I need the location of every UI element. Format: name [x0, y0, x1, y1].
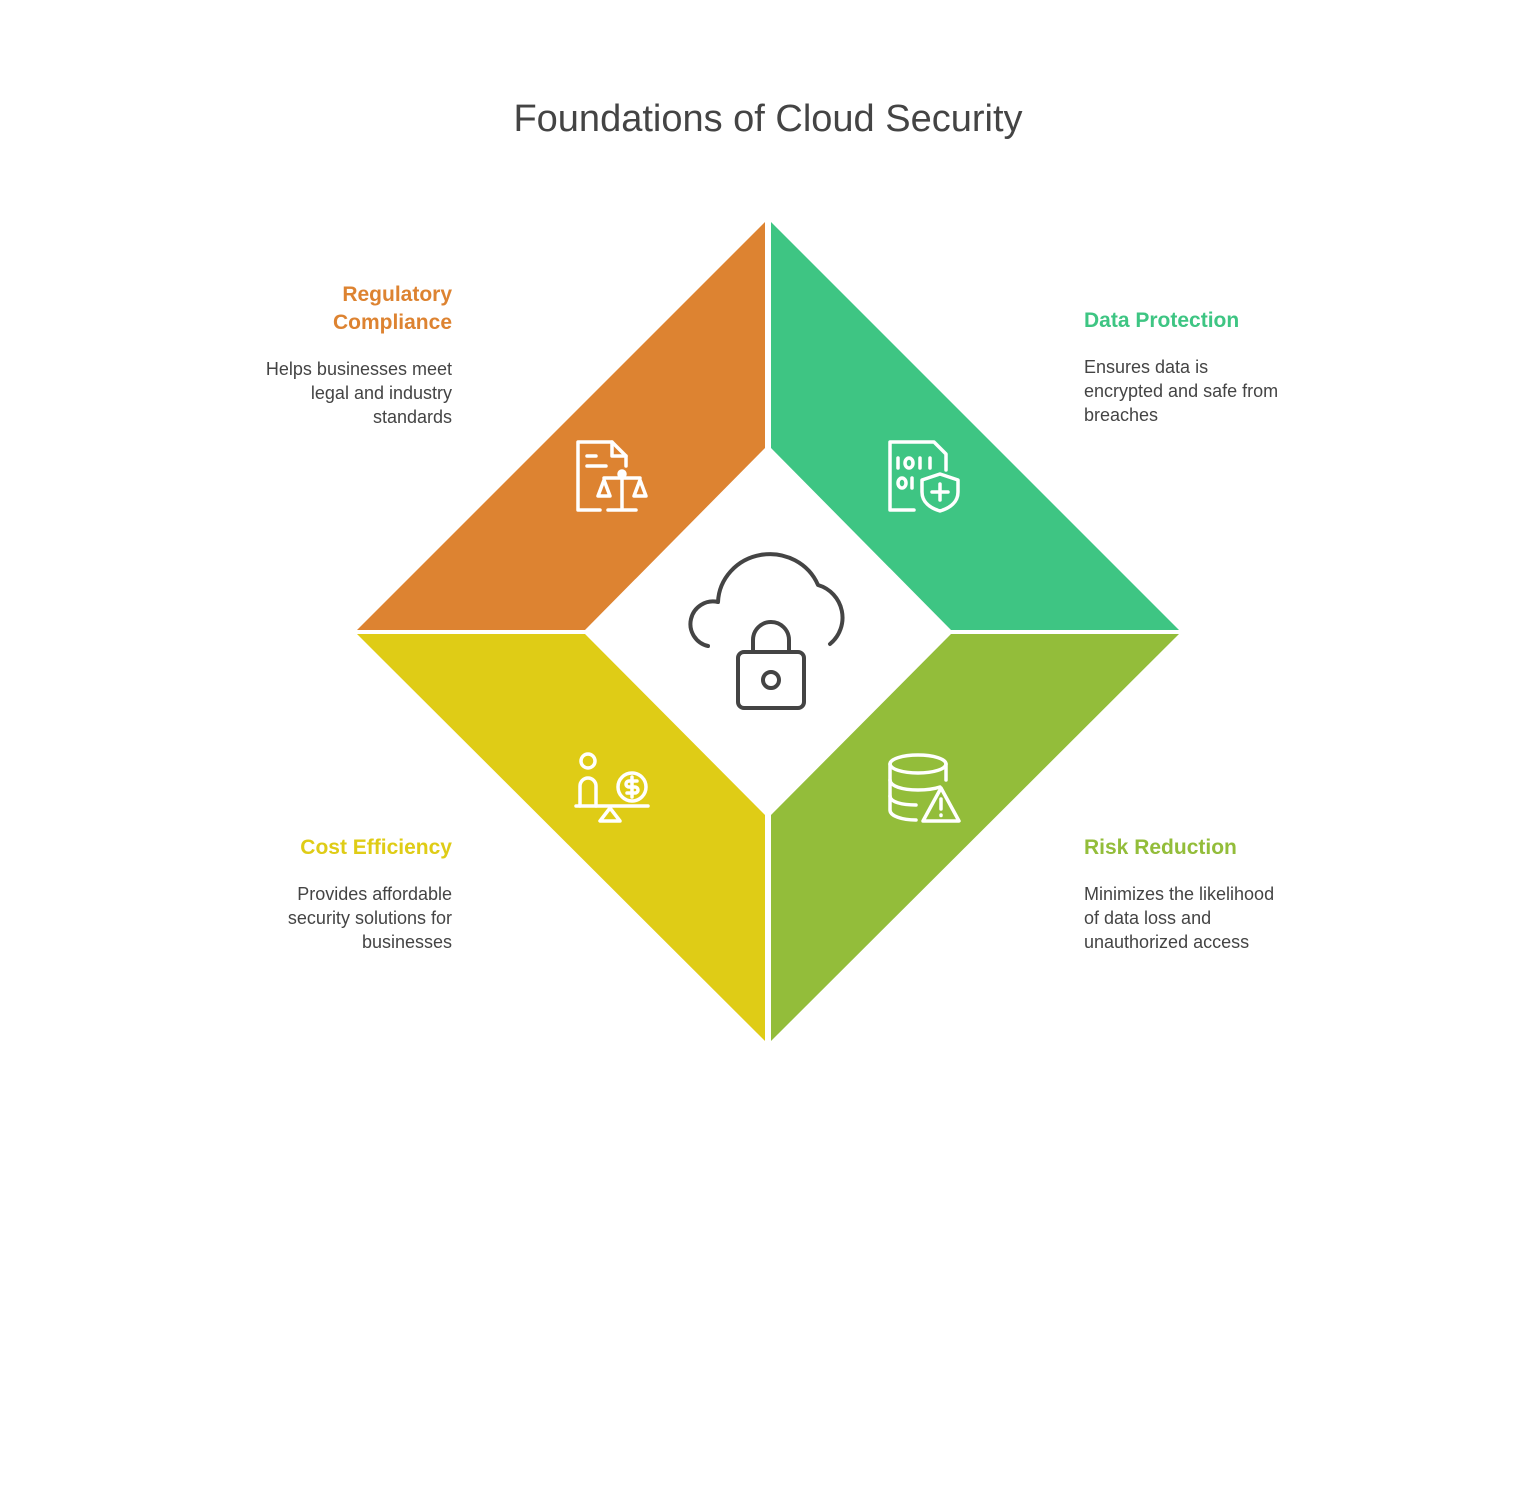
document-scales-icon: [576, 440, 648, 512]
quadrant-cost-efficiency: [357, 634, 765, 1041]
section-heading: Regulatory Compliance: [332, 283, 452, 334]
section-description: Minimizes the likelihood of data loss an…: [1084, 884, 1275, 952]
quadrant-data-protection: [771, 222, 1179, 630]
section-heading: Risk Reduction: [1084, 836, 1237, 859]
section-heading: Cost Efficiency: [300, 836, 452, 859]
section-risk-reduction: Risk Reduction Minimizes the likelihood …: [1084, 834, 1289, 954]
section-description: Helps businesses meet legal and industry…: [265, 359, 452, 427]
cloud-lock-icon: [688, 552, 845, 710]
quadrant-risk-reduction: [771, 634, 1179, 1041]
section-description: Provides affordable security solutions f…: [287, 884, 452, 952]
person-dollar-balance-icon: [574, 752, 650, 823]
section-data-protection: Data Protection Ensures data is encrypte…: [1084, 307, 1284, 427]
section-regulatory-compliance: Regulatory Compliance Helps businesses m…: [232, 281, 452, 429]
quadrant-regulatory-compliance: [357, 222, 765, 630]
page-title: Foundations of Cloud Security: [513, 98, 1023, 140]
section-cost-efficiency: Cost Efficiency Provides affordable secu…: [232, 834, 452, 954]
binary-document-shield-icon: [888, 440, 960, 513]
section-heading: Data Protection: [1084, 309, 1240, 332]
section-description: Ensures data is encrypted and safe from …: [1084, 357, 1279, 425]
database-warning-icon: [888, 753, 961, 823]
